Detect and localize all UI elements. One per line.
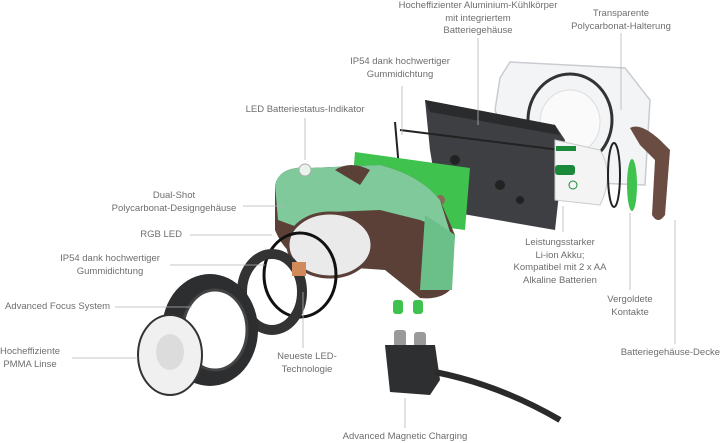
label-battery-indicator: LED Batteriestatus-Indikator: [246, 104, 365, 117]
leader-lines: [72, 33, 676, 428]
label-line: Advanced Focus System: [5, 301, 111, 312]
label-line: IP54 dank hochwertiger: [350, 56, 450, 67]
led-chip: [292, 262, 306, 276]
label-line: Leistungsstarker: [525, 237, 595, 248]
battery-pack: [554, 139, 608, 206]
battery-o-ring: [607, 142, 621, 208]
label-line: Kompatibel mit 2 x AA: [513, 262, 607, 273]
label-rgb-led: RGB LED: [140, 229, 182, 242]
label-line: Batteriegehäuse-Decke: [620, 347, 720, 358]
label-charging: Advanced Magnetic Charging: [343, 431, 468, 443]
label-line: mit integriertem: [445, 12, 511, 24]
gold-contacts-plate: [627, 159, 637, 211]
label-line: Transparente: [592, 8, 650, 19]
label-line: Hocheffizienter Aluminium-Kühlkörper: [398, 0, 558, 11]
label-line: Technologie: [281, 363, 333, 375]
label-line: LED Batteriestatus-Indikator: [245, 104, 365, 115]
label-line: Neueste LED-: [277, 351, 337, 362]
dual-shot-housing: [275, 163, 455, 299]
label-line: Alkaline Batterien: [523, 274, 597, 286]
label-line: Polycarbonat-Halterung: [571, 20, 671, 32]
label-line: PMMA Linse: [3, 358, 57, 370]
magnetic-charger: [385, 300, 562, 423]
label-line: Vergoldete: [607, 294, 653, 305]
label-line: IP54 dank hochwertiger: [60, 253, 160, 264]
label-line: Gummidichtung: [366, 68, 434, 80]
label-line: Hocheffiziente: [0, 346, 61, 357]
label-line: Li-ion Akku;: [535, 249, 585, 261]
label-line: Polycarbonat-Designgehäuse: [111, 202, 237, 214]
label-line: Batteriegehäuse: [443, 25, 513, 36]
label-line: Dual-Shot: [152, 190, 196, 201]
label-line: Advanced Magnetic Charging: [342, 431, 468, 442]
label-led-tech: Neueste LED-Technologie: [277, 351, 337, 376]
label-line: RGB LED: [140, 229, 182, 240]
battery-cover: [630, 126, 670, 220]
label-line: Gummidichtung: [76, 265, 144, 277]
label-line: Kontakte: [611, 306, 649, 318]
label-cover: Batteriegehäuse-Decke: [621, 347, 720, 360]
label-focus: Advanced Focus System: [5, 301, 110, 314]
